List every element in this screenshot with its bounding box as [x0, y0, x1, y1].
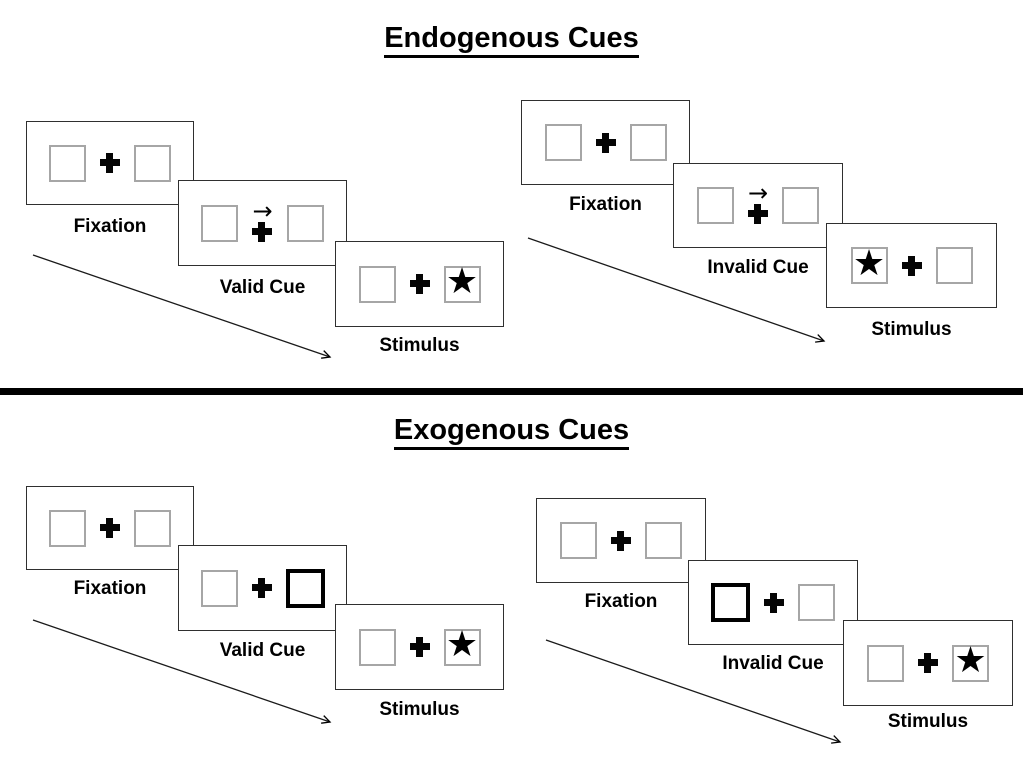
exo-invalid-fixation-panel: [536, 498, 706, 583]
exo-invalid-cue-label: Invalid Cue: [722, 653, 824, 674]
left-placeholder-box: [201, 204, 239, 242]
left-highlighted-cue-box: [711, 583, 750, 622]
right-placeholder-box: [629, 124, 667, 161]
exo-invalid-stimulus-label: Stimulus: [887, 711, 969, 732]
endo-valid-stimulus-label: Stimulus: [379, 335, 460, 356]
right-placeholder-box: [134, 509, 171, 547]
exo-invalid-cue-panel: [688, 560, 858, 645]
exo-valid-time-arrow: [32, 619, 332, 724]
right-placeholder-box: [935, 247, 973, 284]
right-placeholder-box: [286, 204, 324, 242]
exo-valid-stimulus-panel: ★: [335, 604, 504, 690]
left-placeholder-box: [867, 644, 904, 682]
fixation-cross-icon: [611, 530, 631, 551]
endo-invalid-time-arrow: [527, 237, 826, 343]
fixation-cross-icon: [747, 204, 768, 224]
endo-valid-cue-label: Valid Cue: [219, 277, 306, 298]
exo-valid-fixation-label: Fixation: [73, 578, 147, 599]
fixation-cross-icon: [409, 637, 430, 657]
endo-valid-stimulus-panel: ★: [335, 241, 504, 327]
right-target-box: ★: [443, 261, 481, 303]
endo-valid-fixation-panel: [26, 121, 194, 205]
section-title-endogenous: Endogenous Cues: [0, 22, 1023, 58]
fixation-cross-icon: [100, 518, 120, 538]
exo-valid-cue-panel: [178, 545, 347, 631]
right-arrow-cue-icon: →: [252, 196, 273, 225]
star-target-icon: ★: [954, 640, 987, 681]
fixation-cross-icon: [409, 274, 430, 294]
exo-valid-stimulus-label: Stimulus: [379, 699, 460, 720]
exo-valid-fixation-panel: [26, 486, 194, 570]
endo-invalid-stimulus-label: Stimulus: [871, 319, 952, 340]
fixation-cross-icon: [100, 153, 120, 173]
central-cue: →: [252, 196, 273, 242]
fixation-cross-icon: [252, 221, 273, 242]
left-placeholder-box: [544, 124, 582, 161]
endo-invalid-fixation-label: Fixation: [569, 194, 642, 215]
left-placeholder-box: [696, 187, 734, 224]
endo-invalid-cue-label: Invalid Cue: [707, 257, 809, 278]
left-placeholder-box: [358, 265, 396, 303]
left-placeholder-box: [200, 569, 238, 607]
endo-invalid-fixation-panel: [521, 100, 690, 185]
endo-valid-time-arrow: [32, 254, 332, 359]
right-arrow-cue-icon: →: [747, 179, 769, 207]
section-title-exogenous: Exogenous Cues: [0, 414, 1023, 450]
left-placeholder-box: [49, 509, 86, 547]
left-placeholder-box: [358, 628, 396, 666]
right-placeholder-box: [798, 584, 835, 621]
left-placeholder-box: [49, 144, 86, 182]
central-cue: →: [747, 179, 769, 224]
section-divider: [0, 388, 1023, 395]
section-title-endogenous-text: Endogenous Cues: [384, 22, 639, 58]
star-target-icon: ★: [852, 242, 886, 284]
fixation-cross-icon: [595, 132, 616, 153]
fixation-cross-icon: [251, 578, 272, 598]
right-target-box: ★: [952, 640, 989, 682]
fixation-cross-icon: [901, 255, 922, 276]
right-highlighted-cue-box: [285, 568, 325, 608]
endo-valid-fixation-label: Fixation: [73, 216, 147, 237]
left-target-box: ★: [850, 242, 888, 284]
right-placeholder-box: [134, 144, 171, 182]
right-placeholder-box: [782, 187, 820, 224]
fixation-cross-icon: [918, 653, 938, 673]
endo-invalid-cue-panel: →: [673, 163, 843, 248]
right-target-box: ★: [443, 624, 481, 666]
endo-invalid-stimulus-panel: ★: [826, 223, 997, 308]
right-placeholder-box: [645, 522, 682, 559]
exo-invalid-stimulus-panel: ★: [843, 620, 1013, 706]
exo-valid-cue-label: Valid Cue: [219, 640, 306, 661]
exo-invalid-fixation-label: Fixation: [584, 591, 658, 612]
section-title-exogenous-text: Exogenous Cues: [393, 414, 630, 450]
star-target-icon: ★: [445, 261, 479, 302]
left-placeholder-box: [560, 522, 597, 559]
fixation-cross-icon: [764, 592, 784, 613]
star-target-icon: ★: [445, 624, 479, 665]
endo-valid-cue-panel: →: [178, 180, 347, 266]
